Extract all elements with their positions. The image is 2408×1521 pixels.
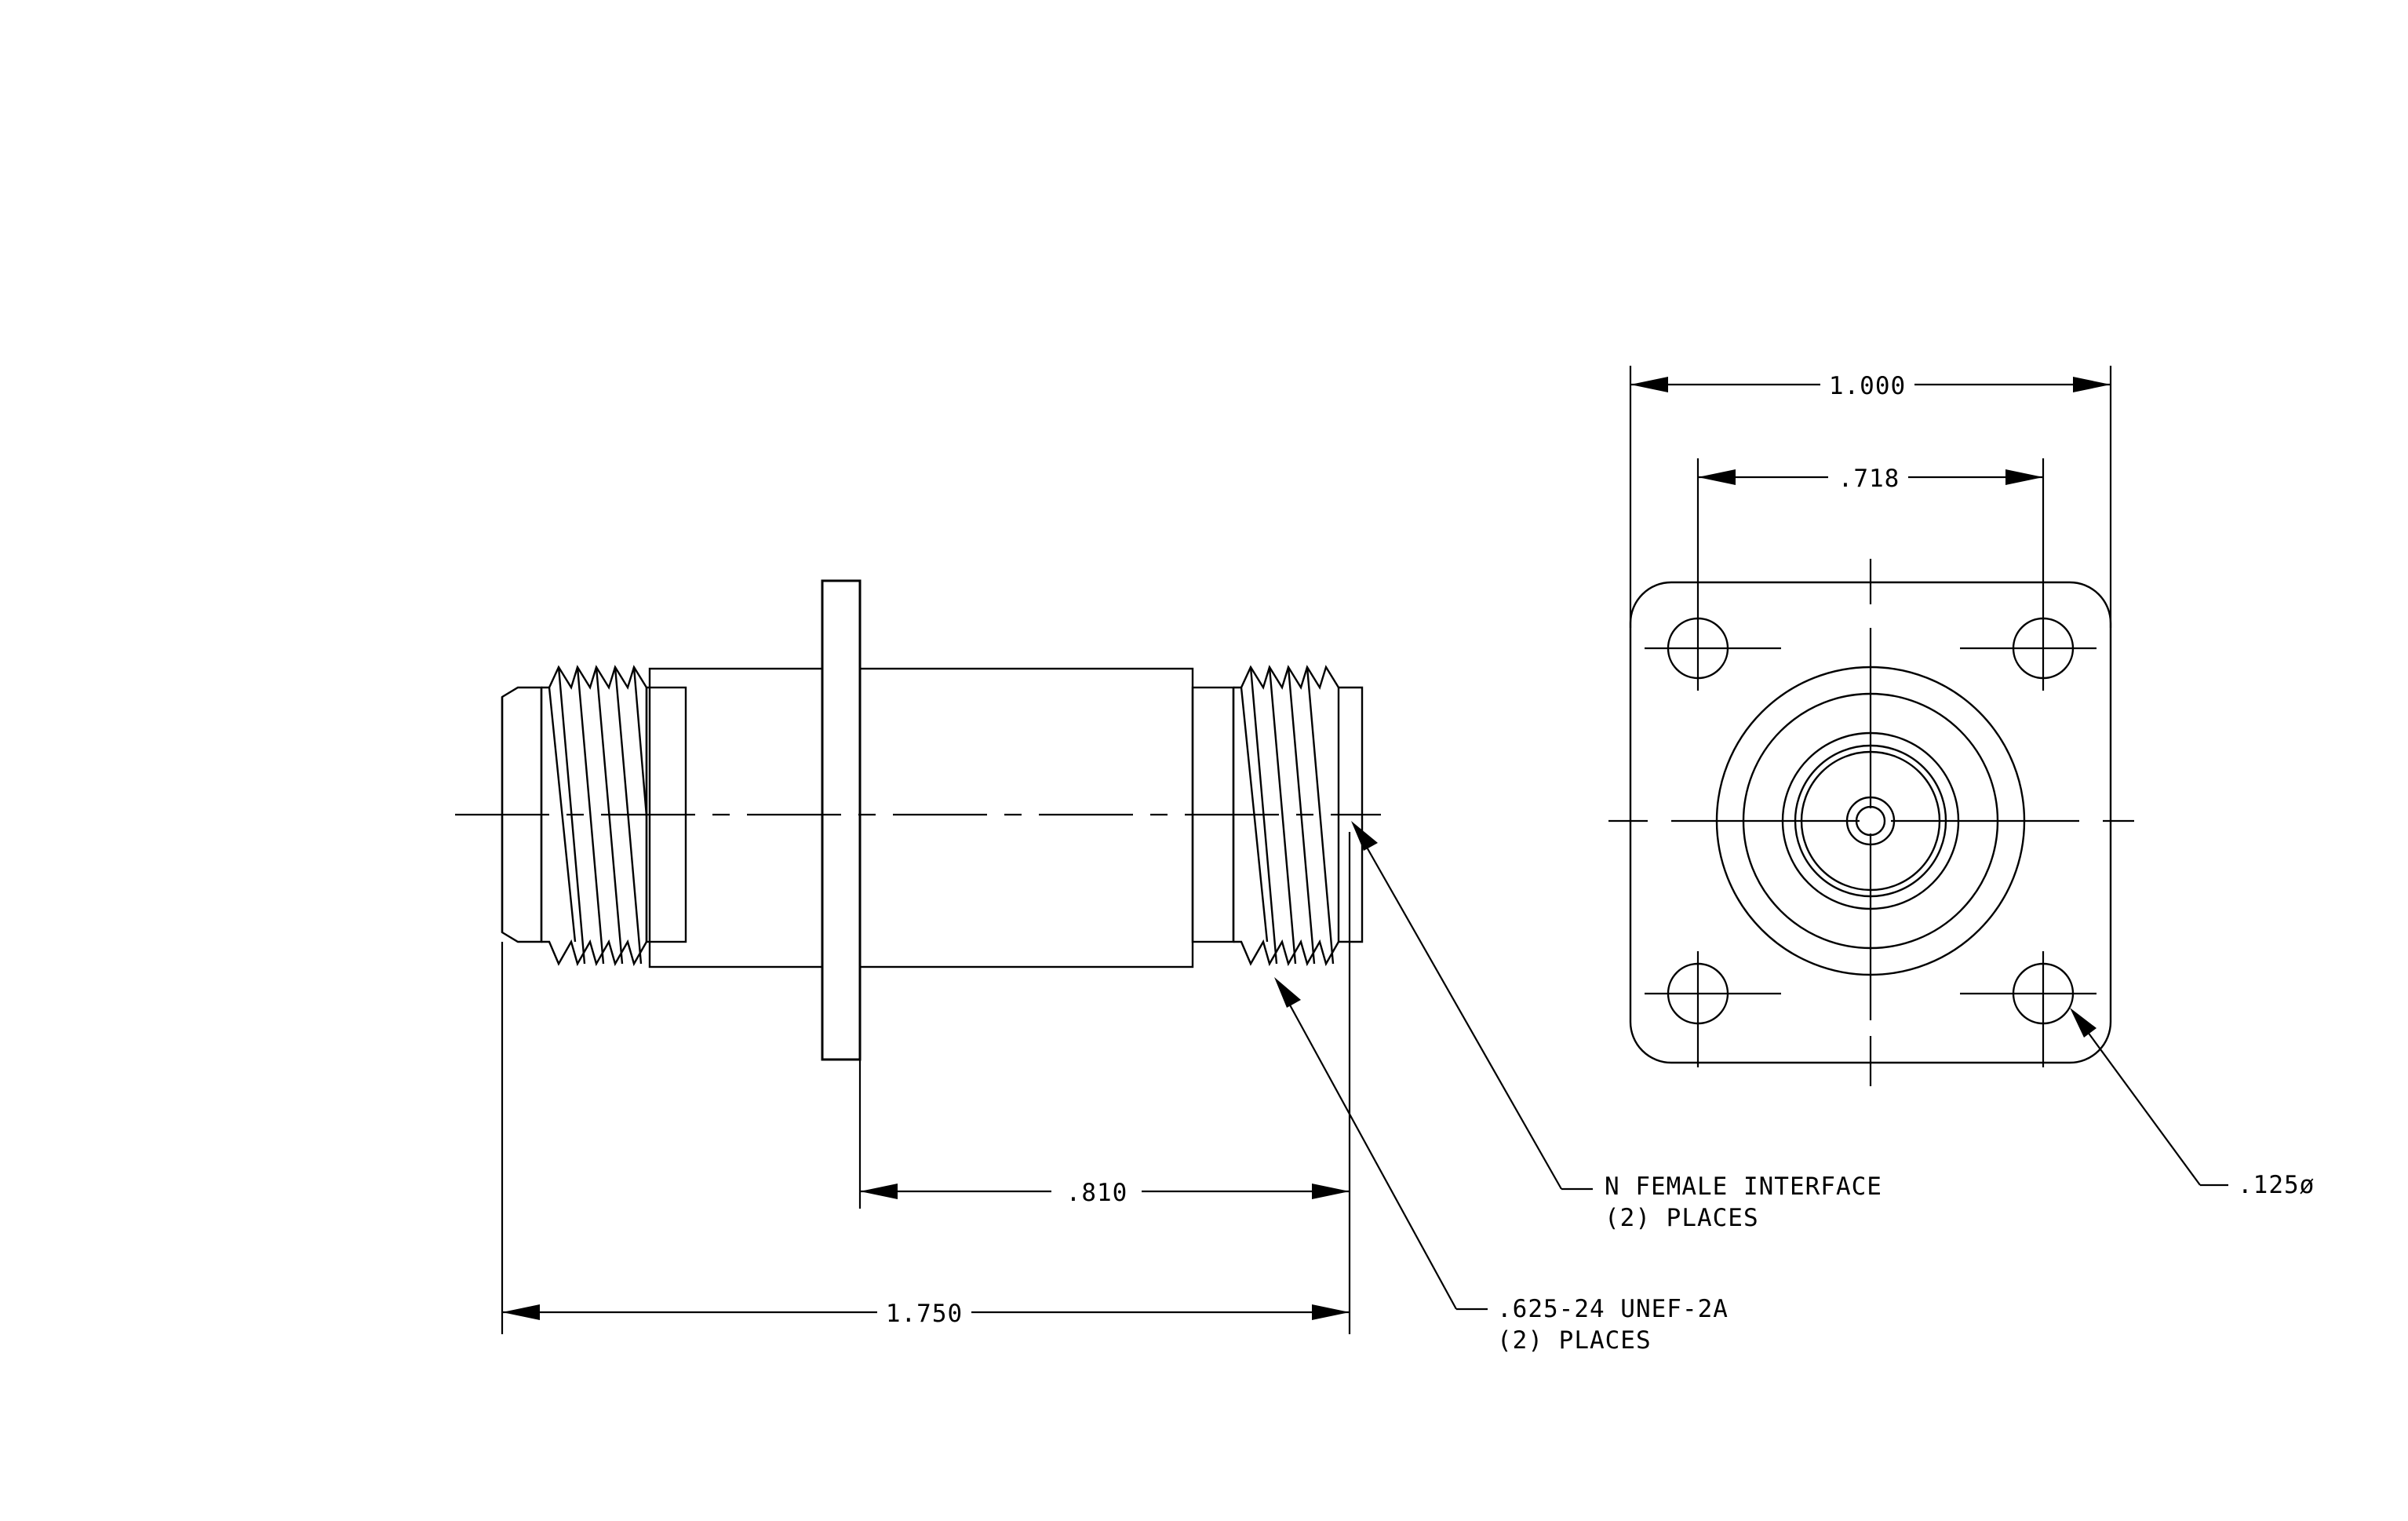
end-view: 1.000 .718 .125ø [1608, 366, 2315, 1199]
center-pin-outer [1845, 796, 1896, 846]
interface-outer-circle [1781, 731, 1960, 910]
callout-interface-line1: N FEMALE INTERFACE [1605, 1173, 1882, 1201]
dim-1750: 1.750 [502, 1300, 1350, 1328]
mounting-hole-tr [1960, 458, 2097, 691]
callout-interface-line2: (2) PLACES [1605, 1204, 1759, 1232]
center-pin-inner [1855, 805, 1886, 837]
leader-hole [2070, 1008, 2228, 1187]
thread-circle [1742, 692, 1999, 950]
leader-interface [1351, 821, 1593, 1191]
left-neck [645, 686, 687, 943]
outer-body-circle [1715, 666, 2026, 976]
dim-718: .718 [1698, 465, 2043, 493]
leader-thread [1274, 977, 1488, 1311]
dim-810-label: .810 [1066, 1179, 1128, 1207]
right-threads [1232, 665, 1340, 967]
dim-810: .810 [860, 1179, 1350, 1207]
dim-1000-label: 1.000 [1829, 372, 1906, 400]
interface-inner-circle [1794, 744, 1947, 898]
mounting-hole-br [1960, 951, 2097, 1067]
mounting-hole-bl [1645, 951, 1781, 1067]
dim-718-label: .718 [1838, 465, 1900, 493]
side-view: .810 1.750 N FEMALE INTERFACE (2) PLACES… [455, 579, 1882, 1355]
callout-thread-line2: (2) PLACES [1497, 1326, 1652, 1355]
mounting-hole-tl [1645, 458, 1781, 691]
dim-1000: 1.000 [1630, 372, 2111, 400]
callout-hole-diameter: .125ø [2238, 1171, 2315, 1199]
right-body [858, 667, 1194, 968]
dim-1750-label: 1.750 [886, 1300, 963, 1328]
flange [821, 579, 862, 1061]
left-body [648, 667, 824, 968]
callout-thread-line1: .625-24 UNEF-2A [1497, 1295, 1729, 1323]
